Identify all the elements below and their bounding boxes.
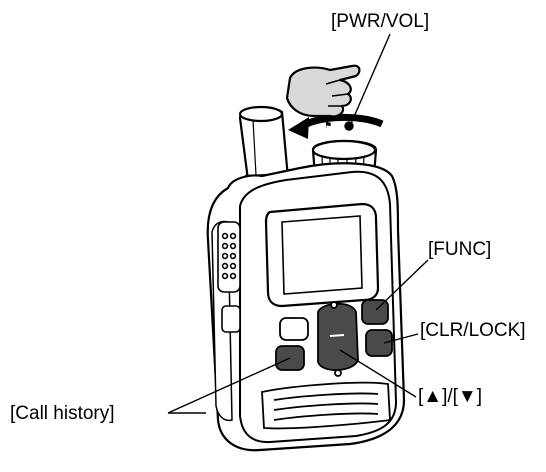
call-history-label: [Call history] xyxy=(10,403,115,424)
call-history-leader xyxy=(167,357,291,414)
speaker-grille xyxy=(261,381,391,430)
func-label: [FUNC] xyxy=(428,239,492,260)
clr-lock-key[interactable] xyxy=(365,329,393,357)
pwr-vol-label: [PWR/VOL] xyxy=(331,11,430,32)
up-down-key[interactable] xyxy=(317,302,359,371)
up-down-leader xyxy=(339,349,417,398)
svg-text:⚑: ⚑ xyxy=(324,121,332,131)
white-key[interactable] xyxy=(279,317,309,341)
display xyxy=(264,202,380,308)
pwr-vol-leader xyxy=(349,33,391,127)
leader-lines xyxy=(167,33,429,414)
func-leader xyxy=(375,259,429,311)
clr-lock-label: [CLR/LOCK] xyxy=(420,320,526,341)
curved-arrow-icon: ⚑ xyxy=(288,114,384,139)
pointing-hand-icon xyxy=(285,64,361,118)
func-key[interactable] xyxy=(361,299,389,325)
clr-lock-leader xyxy=(383,333,419,344)
side-grille xyxy=(217,221,241,333)
up-down-label: [▲]/[▼] xyxy=(418,386,483,407)
